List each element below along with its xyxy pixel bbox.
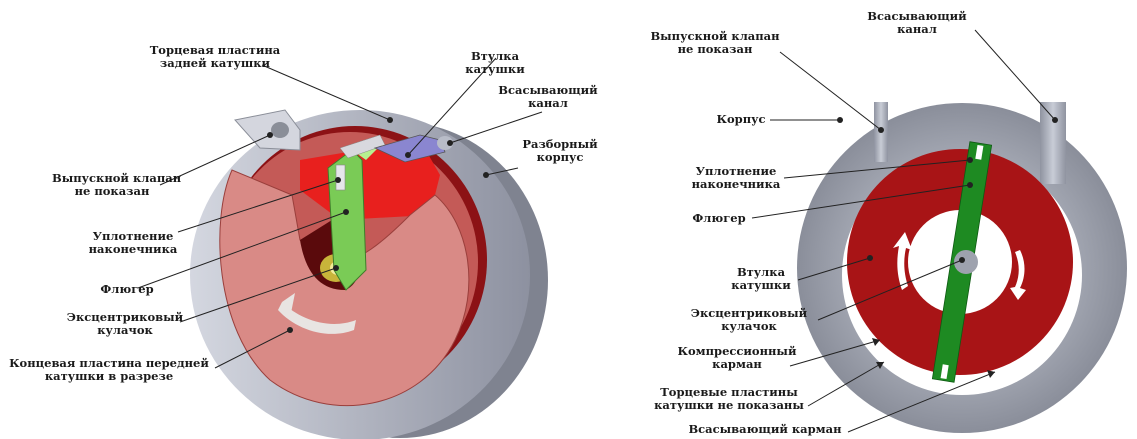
label-vane-left: Флюгер — [92, 283, 162, 296]
left-cutaway-drawing — [190, 110, 548, 439]
label-housing-right: Корпус — [710, 113, 772, 126]
label-suction-pocket: Всасывающий карман — [680, 423, 850, 436]
left-exhaust-valve — [235, 110, 300, 150]
label-vane-right: Флюгер — [688, 212, 750, 225]
right-suction-tube — [1040, 102, 1066, 184]
